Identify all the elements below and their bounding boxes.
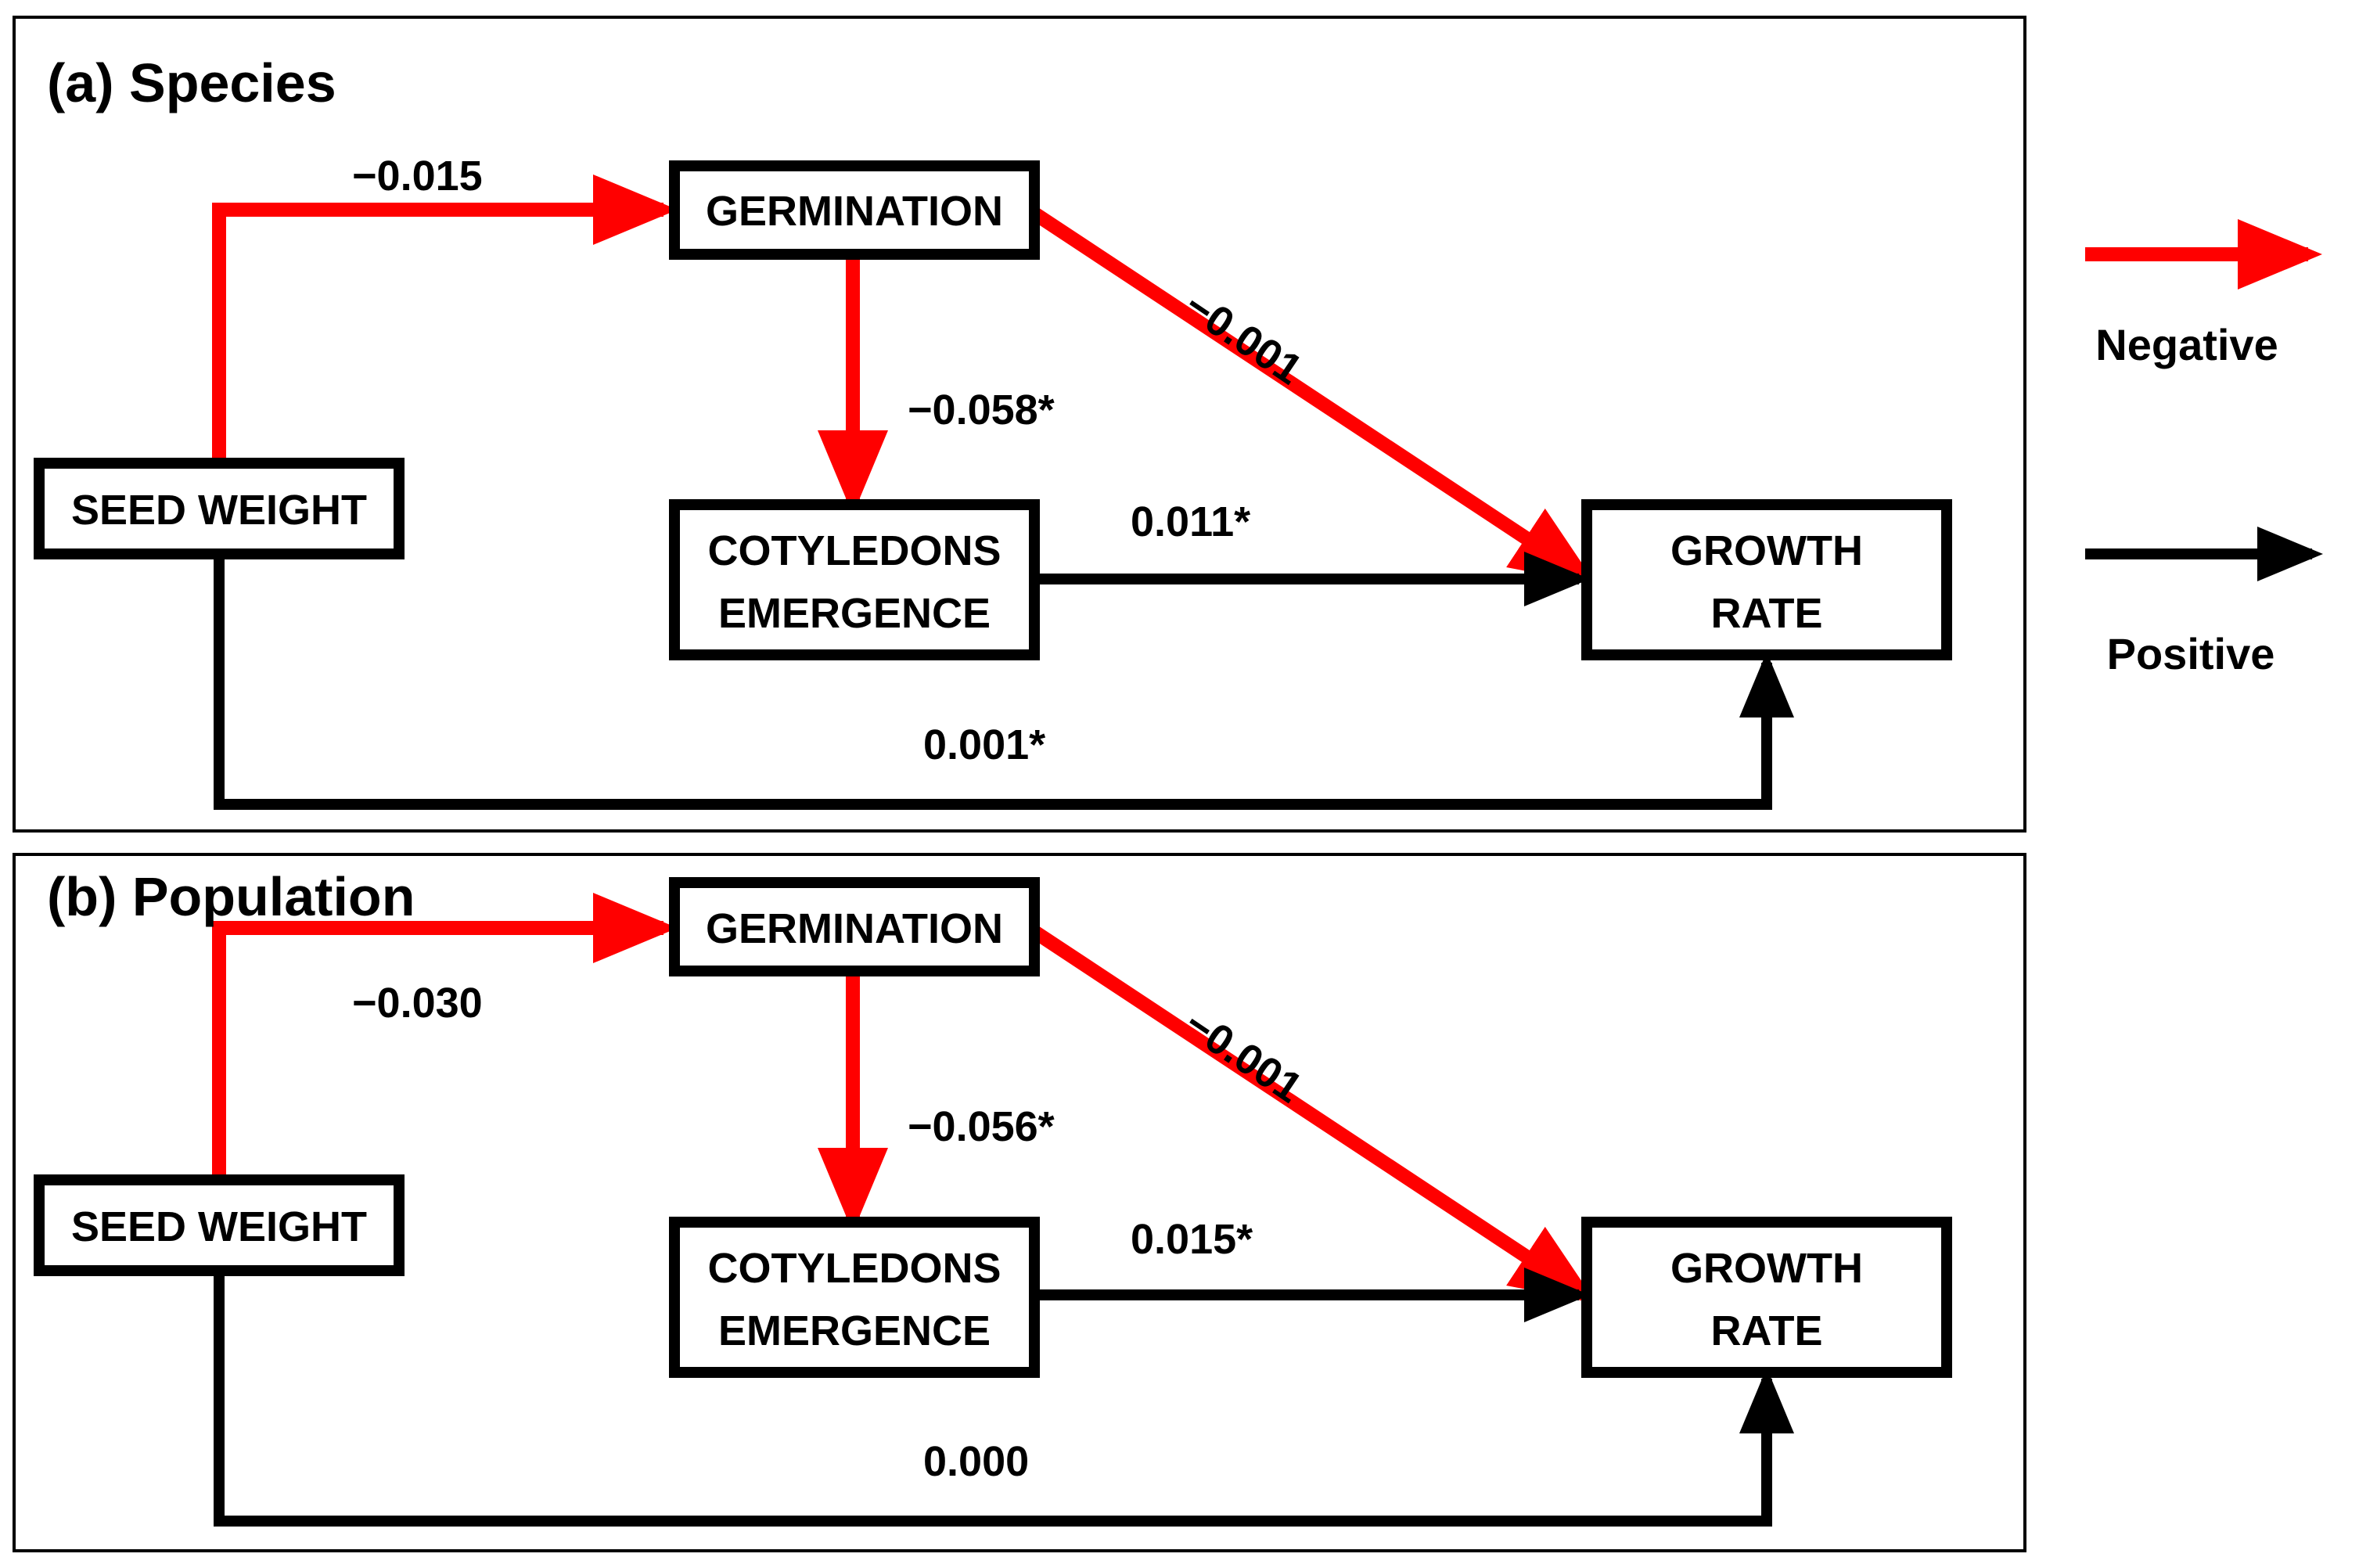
path-arrow-seed-to-growth: [214, 554, 1794, 810]
coef-germination-to-growth: −0.001: [1176, 282, 1311, 394]
path-arrow-seed-to-germination: [212, 893, 678, 1180]
path-arrow-germination-to-growth: [1027, 205, 1597, 584]
node-seed-weight: SEED WEIGHT: [34, 458, 405, 559]
node-germination: GERMINATION: [669, 877, 1040, 976]
node-growth-rate: GROWTH RATE: [1581, 1217, 1952, 1378]
node-label-line1: GROWTH: [1670, 527, 1863, 574]
node-label-line2: EMERGENCE: [718, 590, 991, 637]
coef-cotyledons-to-growth: 0.011*: [1131, 498, 1250, 545]
node-growth-rate: GROWTH RATE: [1581, 499, 1952, 660]
coef-germination-to-cotyledons: −0.058*: [908, 387, 1055, 433]
node-label: SEED WEIGHT: [71, 1203, 367, 1250]
coef-seed-to-germination: −0.030: [352, 980, 483, 1027]
path-arrow-seed-to-growth: [214, 1271, 1794, 1527]
coef-seed-to-growth: 0.000: [923, 1438, 1029, 1485]
legend-negative-label: Negative: [2095, 320, 2278, 369]
legend-positive-label: Positive: [2107, 629, 2275, 678]
node-label-line2: RATE: [1711, 590, 1823, 637]
node-cotyledons-emergence: COTYLEDONS EMERGENCE: [669, 1217, 1040, 1378]
coef-seed-to-germination: −0.015: [352, 153, 483, 200]
node-germination: GERMINATION: [669, 160, 1040, 260]
node-label: GERMINATION: [706, 905, 1003, 952]
coef-germination-to-cotyledons: −0.056*: [908, 1103, 1055, 1150]
node-label-line1: COTYLEDONS: [707, 1245, 1001, 1292]
panel-title: (a) Species: [47, 52, 336, 113]
path-arrow-seed-to-germination: [212, 174, 678, 463]
node-seed-weight: SEED WEIGHT: [34, 1174, 405, 1276]
coef-seed-to-growth: 0.001*: [923, 721, 1045, 768]
coef-cotyledons-to-growth: 0.015*: [1131, 1216, 1253, 1263]
panel-title: (b) Population: [47, 866, 415, 927]
path-arrow-germination-to-growth: [1027, 923, 1597, 1303]
node-label: SEED WEIGHT: [71, 487, 367, 534]
node-label-line1: COTYLEDONS: [707, 527, 1001, 574]
legend: Negative Positive: [2085, 219, 2323, 678]
panel-frame: [13, 853, 2026, 1552]
node-label-line2: RATE: [1711, 1307, 1823, 1354]
panel-population: (b) Population SEED WEIGHT GERMINATION C…: [13, 853, 2026, 1552]
node-label-line1: GROWTH: [1670, 1245, 1863, 1292]
node-label: GERMINATION: [706, 188, 1003, 235]
node-label-line2: EMERGENCE: [718, 1307, 991, 1354]
panel-frame: [13, 16, 2026, 833]
node-cotyledons-emergence: COTYLEDONS EMERGENCE: [669, 499, 1040, 660]
panel-species: (a) Species SEED WEIGHT GERMINATION COTY…: [13, 16, 2026, 833]
coef-germination-to-growth: −0.001: [1176, 1000, 1311, 1112]
